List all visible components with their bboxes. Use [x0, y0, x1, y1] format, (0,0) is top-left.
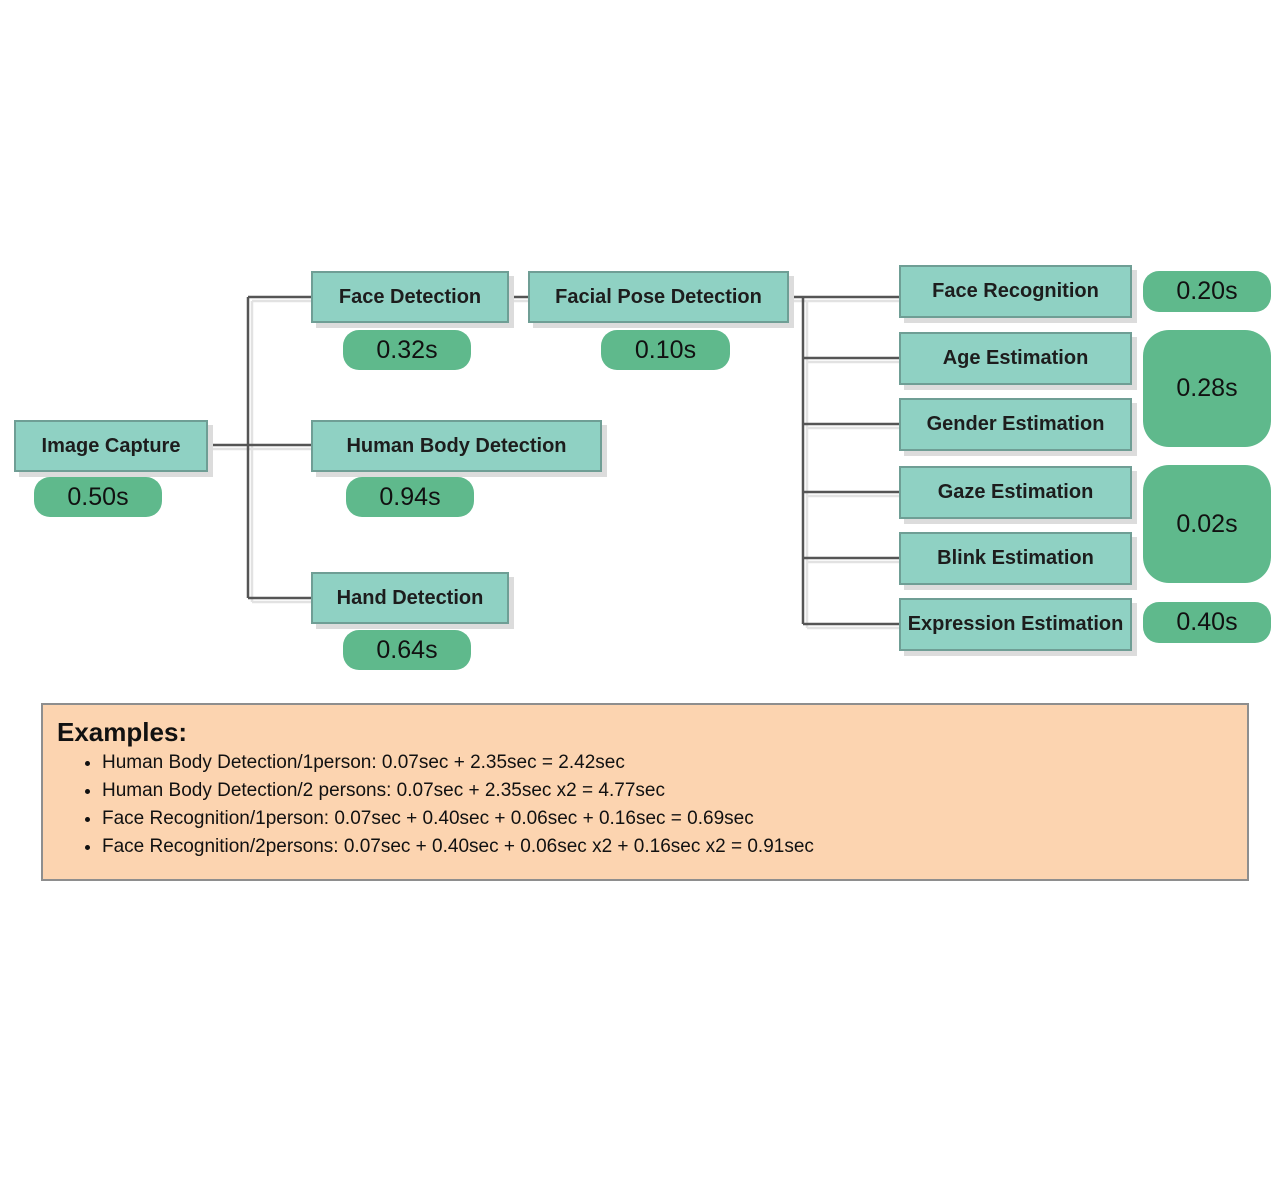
node-face-recognition: Face Recognition	[899, 265, 1132, 318]
time-image-capture: 0.50s	[34, 477, 162, 517]
time-age-gender-estimation: 0.28s	[1143, 330, 1271, 447]
examples-box: Examples: Human Body Detection/1person: …	[41, 703, 1249, 881]
time-gaze-blink-estimation: 0.02s	[1143, 465, 1271, 583]
node-image-capture: Image Capture	[14, 420, 208, 472]
examples-list: Human Body Detection/1person: 0.07sec + …	[57, 749, 1233, 861]
time-human-body-detection: 0.94s	[346, 477, 474, 517]
time-face-recognition: 0.20s	[1143, 271, 1271, 312]
node-facial-pose-detection: Facial Pose Detection	[528, 271, 789, 323]
example-item: Human Body Detection/2 persons: 0.07sec …	[102, 777, 1233, 805]
example-item: Face Recognition/1person: 0.07sec + 0.40…	[102, 805, 1233, 833]
node-gender-estimation: Gender Estimation	[899, 398, 1132, 451]
node-human-body-detection: Human Body Detection	[311, 420, 602, 472]
node-face-detection: Face Detection	[311, 271, 509, 323]
node-hand-detection: Hand Detection	[311, 572, 509, 624]
time-expression-estimation: 0.40s	[1143, 602, 1271, 643]
examples-title: Examples:	[57, 717, 188, 747]
node-gaze-estimation: Gaze Estimation	[899, 466, 1132, 519]
time-face-detection: 0.32s	[343, 330, 471, 370]
time-facial-pose-detection: 0.10s	[601, 330, 730, 370]
example-item: Human Body Detection/1person: 0.07sec + …	[102, 749, 1233, 777]
example-item: Face Recognition/2persons: 0.07sec + 0.4…	[102, 833, 1233, 861]
node-expression-estimation: Expression Estimation	[899, 598, 1132, 651]
time-hand-detection: 0.64s	[343, 630, 471, 670]
node-age-estimation: Age Estimation	[899, 332, 1132, 385]
node-blink-estimation: Blink Estimation	[899, 532, 1132, 585]
